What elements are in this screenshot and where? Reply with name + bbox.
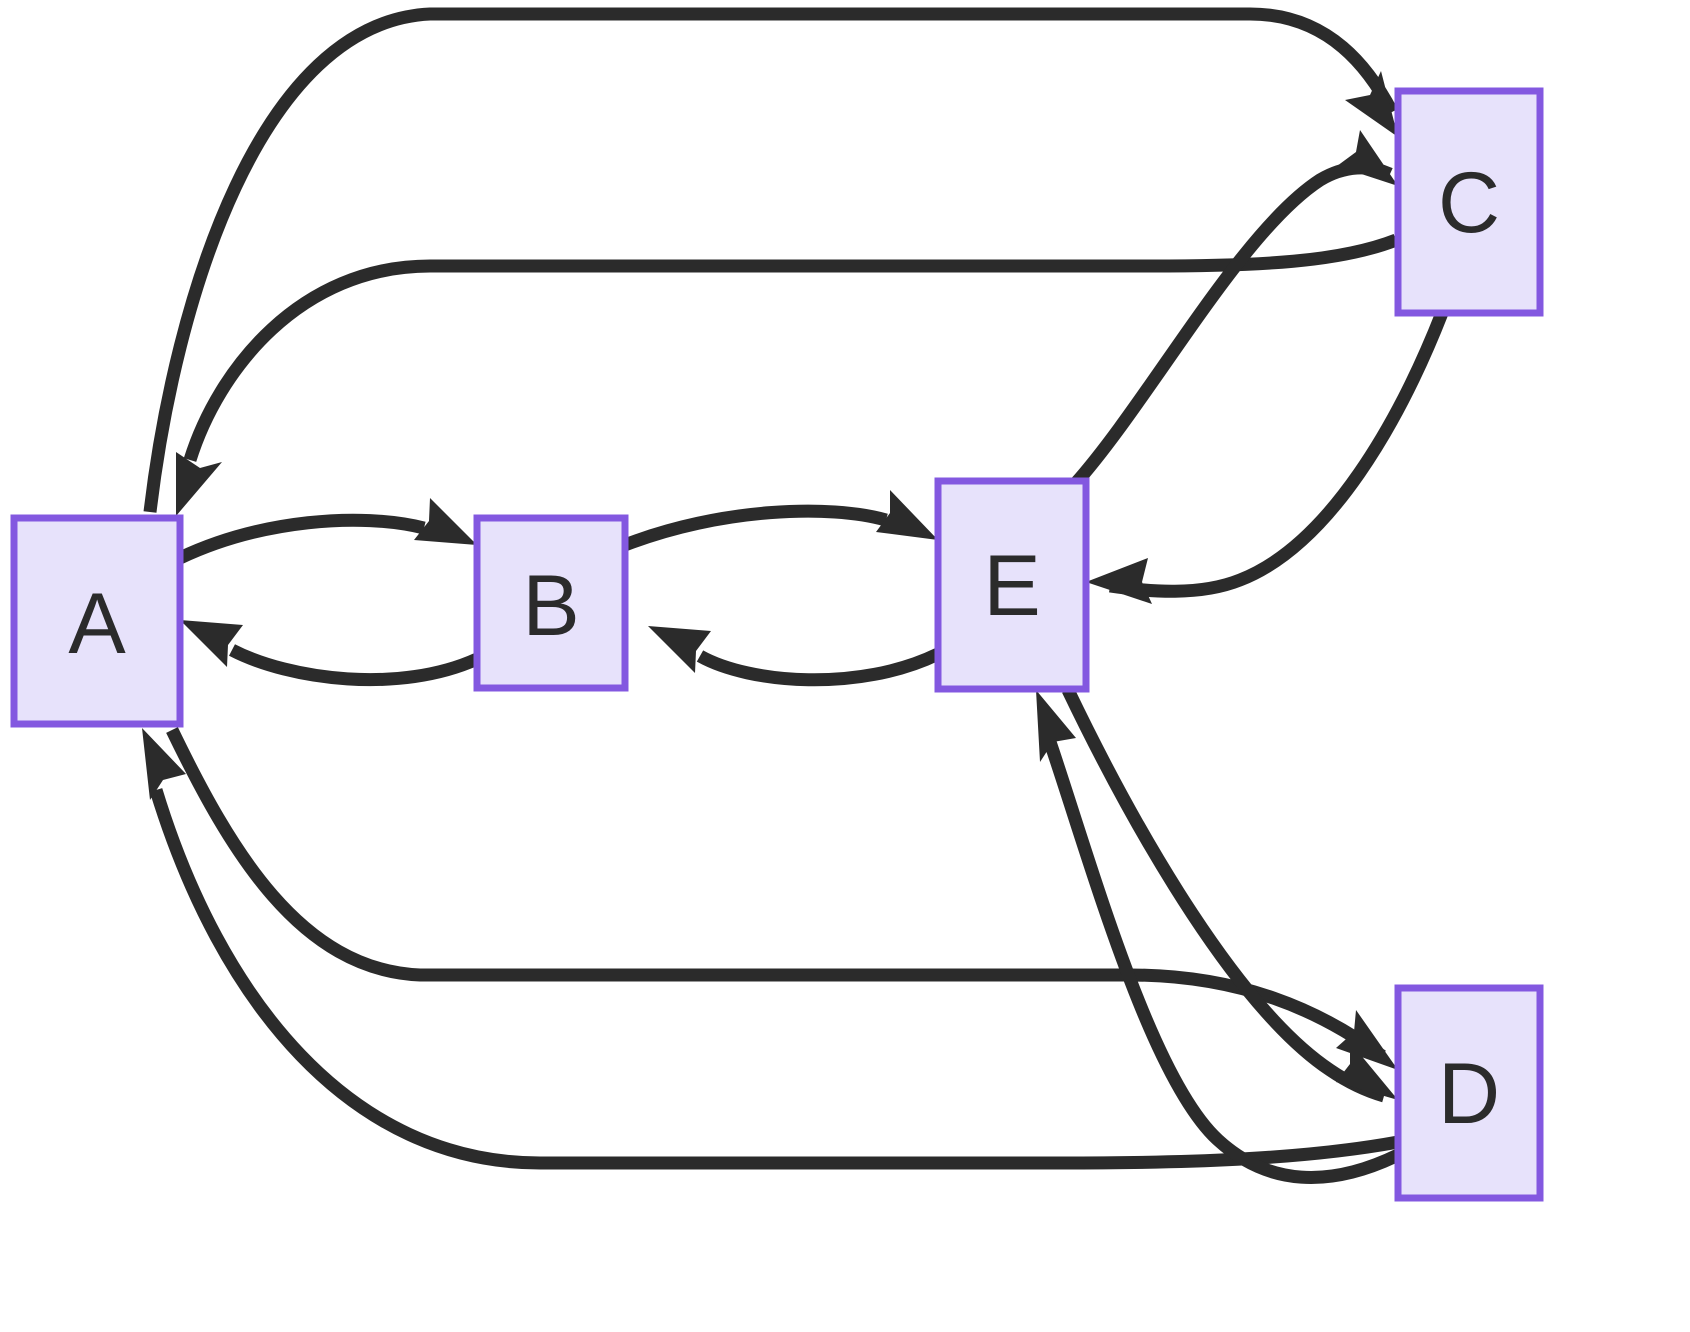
edge-e-to-d[interactable] [1062,687,1398,1103]
edge-d-to-a-arrowhead [142,728,186,800]
edge-e-to-c[interactable] [1070,130,1398,489]
edge-c-to-a-path [183,233,1399,462]
edge-a-to-c-path [143,7,1398,513]
edge-c-to-a-arrowhead [176,452,222,516]
edge-e-to-d-path [1062,687,1386,1103]
node-a-label: A [68,576,126,672]
node-a-box [10,514,184,728]
edge-a-to-b[interactable] [177,498,477,564]
node-b[interactable]: B [473,514,629,692]
edge-e-to-d-arrowhead [1336,1042,1398,1100]
node-d-label: D [1438,1046,1500,1142]
node-e-label: E [983,538,1040,634]
edges-layer [142,7,1449,1184]
edge-a-to-d[interactable] [166,727,1398,1070]
edge-a-to-d-arrowhead [1336,1010,1398,1070]
edge-b-to-e-arrowhead [876,490,938,540]
edge-b-to-e-path [622,504,888,552]
edge-e-to-b-arrowhead [648,626,711,673]
edge-e-to-b-path [696,648,941,687]
node-d-box [1394,984,1544,1202]
edge-d-to-e-arrowhead [1036,690,1076,762]
node-e[interactable]: E [934,477,1090,693]
edge-b-to-a[interactable] [180,620,480,687]
edge-c-to-a[interactable] [176,233,1399,516]
edge-e-to-b[interactable] [648,626,941,687]
edge-a-to-b-arrowhead [414,498,477,545]
nodes-layer: A B C D E [10,87,1544,1202]
edge-c-to-e-path [1109,310,1449,598]
edge-a-to-d-path [166,727,1386,1062]
edge-c-to-e[interactable] [1086,310,1449,604]
node-c-box [1394,87,1544,317]
edge-b-to-a-path [229,644,480,687]
node-b-label: B [522,558,579,654]
node-d[interactable]: D [1394,984,1544,1202]
edge-b-to-e[interactable] [622,490,938,552]
edge-b-to-a-arrowhead [180,620,243,667]
edge-d-to-e-path [1043,739,1401,1184]
edge-e-to-c-path [1070,161,1393,489]
edge-a-to-c-arrowhead [1345,71,1398,137]
edge-d-to-e[interactable] [1036,690,1401,1184]
edge-a-to-c[interactable] [143,7,1398,513]
node-a[interactable]: A [10,514,184,728]
node-c[interactable]: C [1394,87,1544,317]
node-b-box [473,514,629,692]
edge-c-to-e-arrowhead [1086,558,1152,604]
edge-a-to-b-path [177,513,426,564]
node-c-label: C [1438,155,1500,251]
node-e-box [934,477,1090,693]
edge-e-to-c-arrowhead [1337,130,1398,186]
edge-d-to-a-path [149,788,1400,1170]
edge-d-to-a[interactable] [142,728,1400,1170]
